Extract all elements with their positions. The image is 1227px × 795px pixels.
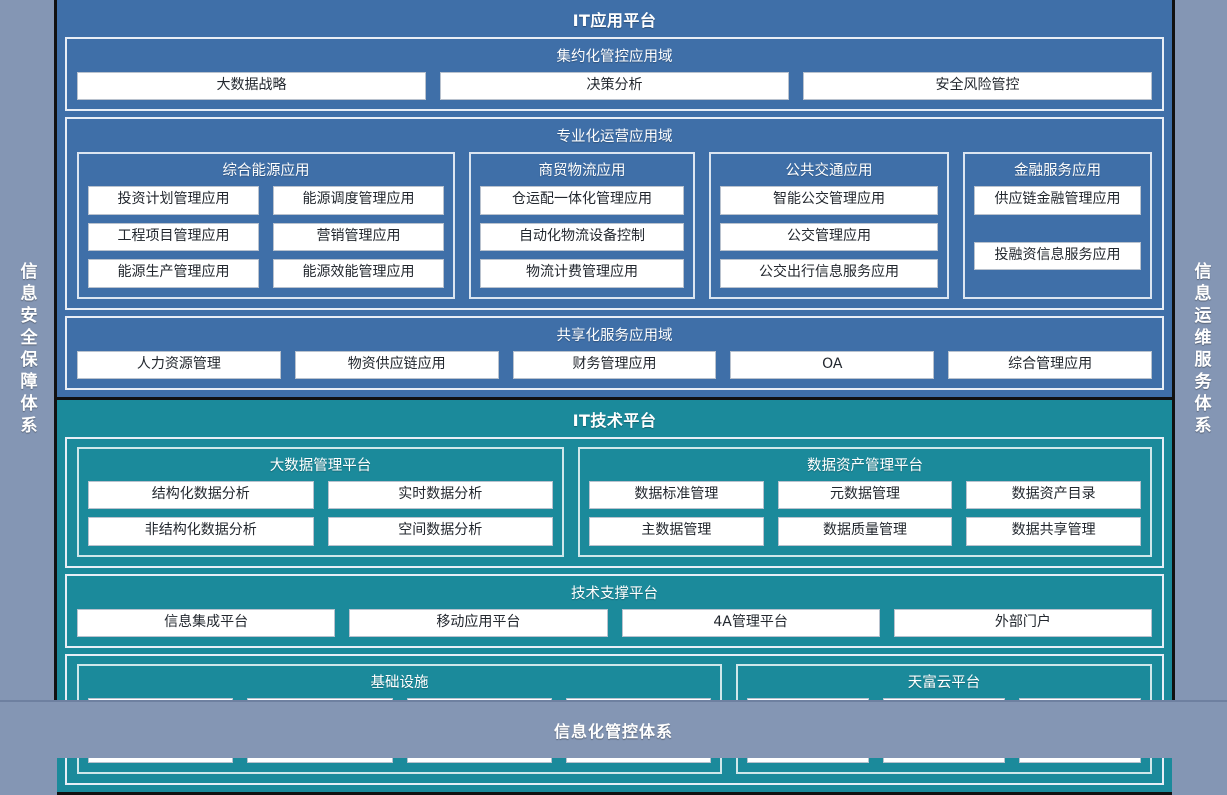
group-financial-services-title: 金融服务应用 bbox=[1014, 163, 1101, 180]
group-big-data-platform-items: 结构化数据分析 实时数据分析 非结构化数据分析 空间数据分析 bbox=[88, 480, 553, 546]
group-public-transport: 公共交通应用 智能公交管理应用 公交管理应用 公交出行信息服务应用 bbox=[709, 152, 949, 299]
platform-stack: IT应用平台 集约化管控应用域 大数据战略 决策分析 安全风险管控 专业化运营应… bbox=[57, 0, 1172, 795]
app-item[interactable]: 工程项目管理应用 bbox=[88, 222, 259, 252]
tech-item[interactable]: 数据标准管理 bbox=[589, 480, 764, 510]
app-item[interactable]: 智能公交管理应用 bbox=[720, 186, 938, 215]
app-item[interactable]: 能源效能管理应用 bbox=[273, 259, 444, 288]
app-item[interactable]: 财务管理应用 bbox=[512, 350, 717, 379]
tech-item[interactable]: 数据资产目录 bbox=[966, 480, 1141, 510]
app-item[interactable]: OA bbox=[730, 350, 935, 379]
group-trade-logistics-title: 商贸物流应用 bbox=[538, 163, 626, 180]
professional-operations-groups: 综合能源应用 投资计划管理应用 能源调度管理应用 工程项目管理应用 营销管理应用… bbox=[77, 152, 1152, 299]
tech-data-band: 大数据管理平台 结构化数据分析 实时数据分析 非结构化数据分析 空间数据分析 数… bbox=[65, 436, 1164, 568]
band-technical-support-platform: 技术支撑平台 信息集成平台 移动应用平台 4A管理平台 外部门户 bbox=[65, 573, 1164, 649]
domain-shared-services: 共享化服务应用域 人力资源管理 物资供应链应用 财务管理应用 OA 综合管理应用 bbox=[65, 315, 1164, 390]
domain-shared-services-title: 共享化服务应用域 bbox=[556, 327, 673, 344]
left-rail-information-security: 信息安全保障体系 bbox=[0, 0, 57, 700]
app-item[interactable]: 决策分析 bbox=[440, 72, 789, 101]
right-rail-it-operations-service: 信息运维服务体系 bbox=[1172, 0, 1227, 700]
tech-data-groups: 大数据管理平台 结构化数据分析 实时数据分析 非结构化数据分析 空间数据分析 数… bbox=[77, 446, 1152, 557]
domain-professional-operations-title: 专业化运营应用域 bbox=[556, 129, 673, 146]
domain-intensive-control-items: 大数据战略 决策分析 安全风险管控 bbox=[77, 72, 1152, 101]
group-big-data-platform: 大数据管理平台 结构化数据分析 实时数据分析 非结构化数据分析 空间数据分析 bbox=[77, 446, 564, 557]
tech-item[interactable]: 4A管理平台 bbox=[621, 608, 880, 638]
app-item[interactable]: 供应链金融管理应用 bbox=[974, 186, 1141, 215]
group-public-transport-title: 公共交通应用 bbox=[785, 163, 873, 180]
band-technical-support-platform-items: 信息集成平台 移动应用平台 4A管理平台 外部门户 bbox=[77, 608, 1152, 638]
app-item[interactable]: 仓运配一体化管理应用 bbox=[480, 186, 684, 215]
app-item[interactable]: 综合管理应用 bbox=[948, 350, 1152, 379]
tech-item[interactable]: 数据共享管理 bbox=[966, 517, 1141, 546]
app-item[interactable]: 安全风险管控 bbox=[803, 72, 1152, 101]
app-item[interactable]: 投资计划管理应用 bbox=[88, 186, 259, 215]
app-item[interactable]: 大数据战略 bbox=[77, 72, 426, 101]
app-item[interactable]: 物资供应链应用 bbox=[294, 350, 499, 379]
group-integrated-energy: 综合能源应用 投资计划管理应用 能源调度管理应用 工程项目管理应用 营销管理应用… bbox=[77, 152, 455, 299]
tech-item[interactable]: 实时数据分析 bbox=[327, 480, 553, 510]
group-financial-services-items: 供应链金融管理应用 投融资信息服务应用 bbox=[974, 186, 1141, 271]
group-data-asset-platform-title: 数据资产管理平台 bbox=[807, 457, 923, 474]
group-public-transport-items: 智能公交管理应用 公交管理应用 公交出行信息服务应用 bbox=[720, 186, 938, 288]
tech-item[interactable]: 主数据管理 bbox=[589, 517, 764, 546]
tech-item[interactable]: 信息集成平台 bbox=[77, 608, 336, 638]
app-item[interactable]: 投融资信息服务应用 bbox=[974, 241, 1141, 271]
domain-intensive-control-title: 集约化管控应用域 bbox=[556, 49, 673, 65]
app-item[interactable]: 能源调度管理应用 bbox=[273, 186, 444, 215]
app-item[interactable]: 公交管理应用 bbox=[720, 222, 938, 252]
group-big-data-platform-title: 大数据管理平台 bbox=[269, 457, 372, 474]
app-item[interactable]: 自动化物流设备控制 bbox=[480, 222, 684, 252]
tech-item[interactable]: 外部门户 bbox=[893, 608, 1152, 638]
tech-item[interactable]: 元数据管理 bbox=[777, 480, 953, 510]
tech-item[interactable]: 结构化数据分析 bbox=[88, 480, 314, 510]
tech-item[interactable]: 移动应用平台 bbox=[349, 608, 608, 638]
group-data-asset-platform: 数据资产管理平台 数据标准管理 元数据管理 数据资产目录 主数据管理 数据质量管… bbox=[578, 446, 1152, 557]
band-technical-support-platform-title: 技术支撑平台 bbox=[571, 585, 658, 602]
group-integrated-energy-title: 综合能源应用 bbox=[222, 163, 310, 180]
app-item[interactable]: 能源生产管理应用 bbox=[88, 259, 259, 288]
tech-item[interactable]: 非结构化数据分析 bbox=[88, 517, 314, 546]
bottom-bar-informatization-governance: 信息化管控体系 bbox=[0, 700, 1227, 758]
group-trade-logistics-items: 仓运配一体化管理应用 自动化物流设备控制 物流计费管理应用 bbox=[480, 186, 684, 288]
group-financial-services: 金融服务应用 供应链金融管理应用 投融资信息服务应用 bbox=[963, 152, 1152, 299]
domain-professional-operations: 专业化运营应用域 综合能源应用 投资计划管理应用 能源调度管理应用 工程项目管理… bbox=[65, 117, 1164, 310]
it-application-platform: IT应用平台 集约化管控应用域 大数据战略 决策分析 安全风险管控 专业化运营应… bbox=[57, 0, 1172, 397]
it-application-platform-title: IT应用平台 bbox=[572, 11, 657, 30]
app-item[interactable]: 人力资源管理 bbox=[77, 350, 281, 379]
group-infrastructure-title: 基础设施 bbox=[370, 675, 429, 692]
it-technology-platform-title: IT技术平台 bbox=[572, 410, 657, 430]
domain-shared-services-items: 人力资源管理 物资供应链应用 财务管理应用 OA 综合管理应用 bbox=[77, 350, 1152, 379]
app-item[interactable]: 物流计费管理应用 bbox=[480, 259, 684, 288]
app-item[interactable]: 公交出行信息服务应用 bbox=[720, 259, 938, 288]
domain-intensive-control: 集约化管控应用域 大数据战略 决策分析 安全风险管控 bbox=[65, 37, 1164, 112]
tech-item[interactable]: 空间数据分析 bbox=[327, 517, 553, 546]
group-data-asset-platform-items: 数据标准管理 元数据管理 数据资产目录 主数据管理 数据质量管理 数据共享管理 bbox=[589, 480, 1141, 546]
app-item-placeholder bbox=[974, 223, 1141, 234]
group-integrated-energy-items: 投资计划管理应用 能源调度管理应用 工程项目管理应用 营销管理应用 能源生产管理… bbox=[88, 186, 444, 288]
group-trade-logistics: 商贸物流应用 仓运配一体化管理应用 自动化物流设备控制 物流计费管理应用 bbox=[469, 152, 695, 299]
app-item[interactable]: 营销管理应用 bbox=[273, 222, 444, 252]
group-tianfu-cloud-platform-title: 天富云平台 bbox=[907, 675, 981, 692]
tech-item[interactable]: 数据质量管理 bbox=[777, 517, 953, 546]
